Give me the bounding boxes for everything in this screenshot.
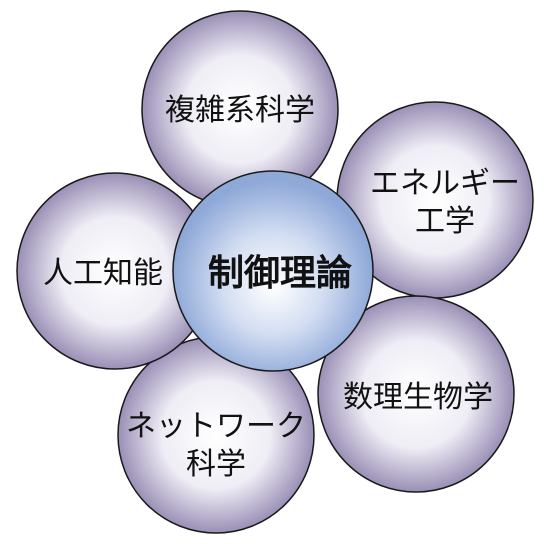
petal-energy-engineering: エネルギー 工学: [336, 101, 534, 299]
petal-label-mathematical-biology: 数理生物学: [343, 380, 493, 415]
petal-complex-systems: 複雑系科学: [141, 10, 339, 208]
petal-artificial-intelligence: 人工知能: [16, 172, 214, 370]
petal-network-science: ネットワーク 科学: [117, 336, 315, 534]
petal-mathematical-biology: 数理生物学: [317, 295, 515, 493]
petal-label-complex-systems: 複雑系科学: [165, 93, 315, 128]
center-node: 制御理論: [172, 170, 374, 372]
center-circle: [172, 170, 374, 372]
petal-label-network-science-line1: ネットワーク: [126, 409, 306, 444]
petal-label-artificial-intelligence: 人工知能: [43, 256, 163, 291]
petal-label-network-science-line2: 科学: [186, 447, 246, 482]
petal-label-energy-engineering-line2: 工学: [415, 204, 475, 239]
center-label: 制御理論: [208, 253, 352, 294]
petal-label-energy-engineering-line1: エネルギー: [370, 166, 520, 201]
petal-circle-mathematical-biology: [317, 295, 515, 493]
